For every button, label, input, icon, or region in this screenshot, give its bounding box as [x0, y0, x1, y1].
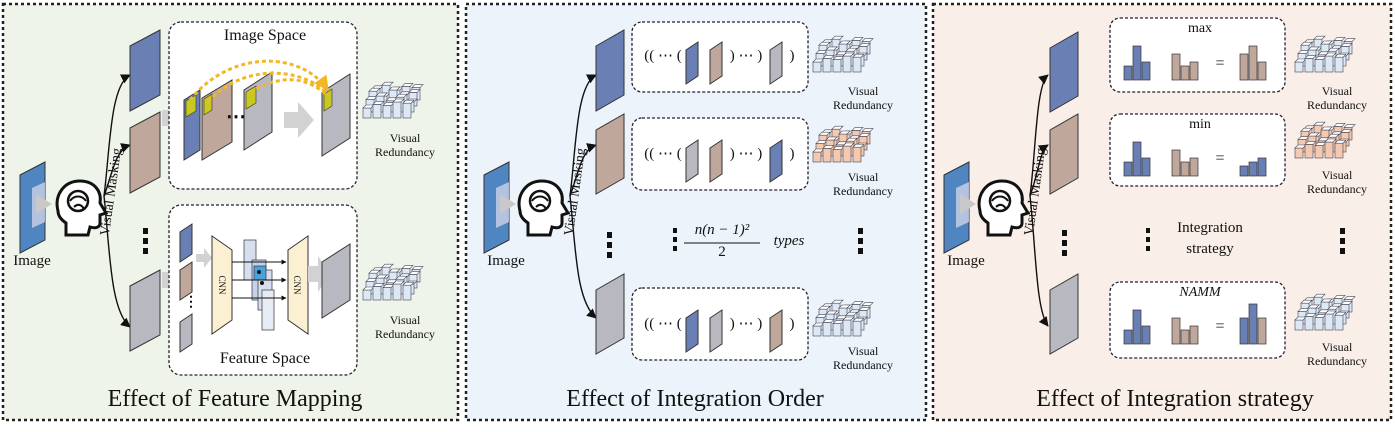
visual-redundancy-label: Visual Redundancy: [1307, 168, 1367, 196]
panel-1-diagram: ⋯ ⋮: [19, 21, 424, 376]
sequence-close: ): [789, 48, 795, 64]
masked-frame-gray: [1049, 273, 1079, 355]
sequence-mid: ) ⋯ ): [729, 48, 763, 64]
equals-sign: =: [1215, 150, 1225, 167]
image-space-ellipsis: ⋯: [226, 106, 246, 128]
image-space-label: Image Space: [223, 27, 307, 44]
panel-2-diagram: [483, 21, 874, 361]
panel-3-diagram: [943, 17, 1356, 359]
sequence-frames-3: [685, 309, 783, 353]
visual-redundancy-label: Visual Redundancy: [1307, 340, 1367, 368]
equals-sign: =: [1215, 55, 1225, 72]
ellipsis-vertical: [1062, 228, 1345, 256]
sequence-mid: ) ⋯ ): [729, 146, 763, 162]
head-icon: [517, 179, 571, 237]
masked-frame-tan: [595, 113, 625, 195]
masked-frame-blue: [129, 29, 161, 112]
redundancy-cubes: [362, 263, 424, 301]
strategy-name-min: min: [1189, 117, 1211, 132]
visual-redundancy-label: Visual Redundancy: [833, 170, 893, 198]
svg-text:⋮: ⋮: [184, 295, 198, 310]
types-label: types: [773, 233, 805, 249]
strategy-bar-glyphs: [1123, 45, 1267, 345]
input-image: [483, 161, 516, 254]
ellipsis-vertical: [607, 232, 612, 258]
visual-redundancy-label: Visual Redundancy: [833, 344, 893, 372]
input-image: [19, 161, 52, 254]
redundancy-cubes: [1294, 121, 1356, 159]
redundancy-cubes: [1294, 293, 1356, 331]
panel-3-title: Effect of Integration strategy: [1036, 386, 1314, 412]
head-icon: [55, 179, 109, 237]
formula-denominator: 2: [718, 244, 726, 260]
formula-numerator: n(n − 1)²: [694, 222, 750, 238]
visual-redundancy-label: Visual Redundancy: [375, 131, 435, 159]
head-icon: [977, 179, 1031, 237]
sequence-open: (( ⋯ (: [644, 48, 682, 64]
strategy-name-max: max: [1187, 21, 1213, 36]
redundancy-cubes: [812, 299, 874, 337]
dotted-yellow-arcs: [188, 59, 330, 103]
cnn-label-right: CNN: [292, 275, 302, 295]
visual-redundancy-label: Visual Redundancy: [375, 313, 435, 341]
feature-space-contents: ⋮: [179, 223, 351, 353]
equals-sign: =: [1215, 318, 1225, 335]
ellipsis-vertical: [673, 228, 863, 254]
panel-2-title: Effect of Integration Order: [566, 386, 824, 412]
sequence-frames-2: [685, 139, 783, 183]
sequence-mid: ) ⋯ ): [729, 316, 763, 332]
image-label: Image: [13, 253, 51, 269]
redundancy-cubes: [812, 35, 874, 73]
image-label: Image: [487, 253, 525, 269]
visual-redundancy-label: Visual Redundancy: [1307, 84, 1367, 112]
masked-frame-gray: [595, 273, 625, 355]
sequence-close: ): [789, 146, 795, 162]
masked-frame-blue: [1049, 31, 1079, 113]
cnn-label-left: CNN: [217, 275, 227, 295]
sequence-frames-1: [685, 41, 783, 85]
integration-strategy-label: Integration strategy: [1177, 220, 1243, 257]
masked-frame-gray: [129, 269, 161, 352]
redundancy-cubes: [362, 81, 424, 119]
redundancy-cubes: [1294, 35, 1356, 73]
sequence-open: (( ⋯ (: [644, 146, 682, 162]
feature-space-label: Feature Space: [219, 350, 311, 367]
input-image: [943, 161, 976, 254]
masked-frame-tan: [129, 111, 161, 194]
redundancy-cubes: [812, 125, 874, 163]
strategy-name-namm: NAMM: [1179, 285, 1221, 300]
masked-frame-blue: [595, 29, 625, 112]
panel-1-title: Effect of Feature Mapping: [107, 386, 363, 412]
visual-redundancy-label: Visual Redundancy: [833, 84, 893, 112]
sequence-close: ): [789, 316, 795, 332]
sequence-open: (( ⋯ (: [644, 316, 682, 332]
image-label: Image: [947, 253, 985, 269]
masked-frame-tan: [1049, 113, 1079, 195]
ellipsis-vertical: [143, 228, 148, 254]
